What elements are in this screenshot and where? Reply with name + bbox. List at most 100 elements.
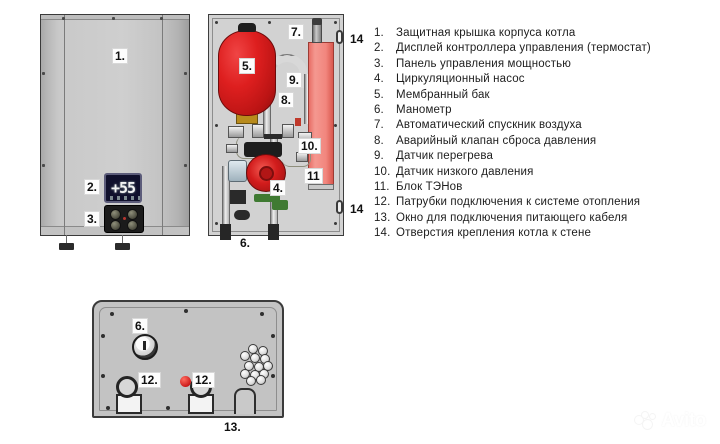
callout-6-internal: 6. [240,236,251,250]
legend-item: 5. Мембранный бак [374,88,710,103]
legend-item: 12. Патрубки подключения к системе отопл… [374,195,710,210]
power-knob[interactable] [110,220,121,231]
legend-item: 6. Манометр [374,103,710,118]
front-screw [184,164,187,167]
bottom-outlet-pipe [220,224,231,240]
boiler-bottom-view: 6. 12. 12. 13. [92,300,284,433]
controller-display[interactable]: +55 [104,173,142,203]
legend-number: 1. [374,27,384,39]
pipe-connection-left [116,376,138,398]
callout-3: 3. [84,211,101,227]
legend-item: 8. Аварийный клапан сброса давления [374,134,710,149]
wall-mount-hole-top [336,30,343,44]
front-screw [42,72,45,75]
callout-12-right: 12. [192,372,215,388]
legend-text: Датчик перегрева [396,150,494,163]
front-screw [112,17,115,20]
supply-pipe [222,166,230,224]
heater-base-cap [308,184,334,190]
front-screw [160,17,163,20]
display-temperature-value: +55 [110,179,136,197]
legend-text: Манометр [396,104,452,117]
legend-item: 10. Датчик низкого давления [374,165,710,180]
avito-watermark-text: Avito [661,410,706,431]
legend-text: Автоматический спускник воздуха [396,119,582,132]
expansion-tank-cap [238,23,256,32]
legend-number: 12. [374,196,391,209]
callout-5: 5. [239,58,256,74]
legend-text: Циркуляционный насос [396,73,525,86]
chassis-screw [215,222,218,225]
pump-side-valve [228,160,247,182]
pump-impeller-hub [259,166,274,181]
front-screw [184,72,187,75]
plate-screw [166,406,170,410]
plate-screw [184,309,188,313]
legend-number: 14. [374,227,391,240]
legend-number: 2. [374,42,384,55]
callout-7: 7. [288,24,305,40]
callout-8: 8. [278,92,295,108]
power-control-keypad[interactable] [104,205,144,233]
callout-4: 4. [270,180,287,196]
power-knob[interactable] [110,209,121,220]
callout-6-bottom: 6. [132,318,149,334]
legend-item: 9. Датчик перегрева [374,149,710,164]
front-screw [62,17,65,20]
legend-number: 4. [374,73,384,86]
drain-valve [230,190,246,204]
display-indicator-row [110,196,140,200]
plate-screw [101,374,105,378]
pipe-fitting [252,124,264,138]
avito-watermark: Avito [635,410,706,432]
chassis-screw [334,124,337,127]
plate-screw [101,334,105,338]
legend-number: 10. [374,165,391,178]
avito-logo-icon [635,412,657,430]
legend-text: Дисплей контроллера управления (термоста… [396,42,651,55]
callout-1: 1. [112,48,129,64]
legend-item: 13. Окно для подключения питающего кабел… [374,211,710,226]
front-screw [42,164,45,167]
power-knob[interactable] [127,220,138,231]
front-foot [59,243,74,250]
manometer-gauge [132,334,158,360]
bottom-outlet-pipe [268,224,279,240]
front-leg-line [122,235,123,245]
front-top-band [41,15,189,20]
valve-body [264,134,282,139]
boiler-internal-view: 5. 7. 9. 8. 10. 11 4. 14 14 6. [208,14,363,249]
plate-screw [260,312,264,316]
legend-text: Панель управления мощностью [396,57,572,70]
heating-element-block [308,42,334,187]
heater-neck [312,22,322,43]
callout-12-left: 12. [138,372,161,388]
legend-number: 8. [374,134,384,147]
legend-item: 1. Защитная крышка корпуса котла [374,26,710,41]
pipe-fitting [228,126,244,138]
legend-text: Мембранный бак [396,88,490,101]
callout-13: 13. [224,420,241,434]
legend-number: 6. [374,104,384,117]
wiring-terminal [272,200,288,210]
chassis-screw [334,21,337,24]
air-vent-top [312,18,322,25]
power-knob[interactable] [127,209,138,220]
legend-text: Отверстия крепления котла к стене [396,227,592,240]
callout-2: 2. [84,179,101,195]
legend-item: 7. Автоматический спускник воздуха [374,118,710,133]
chassis-screw [268,21,271,24]
chassis-screw [215,21,218,24]
pump-motor-housing [244,142,282,157]
pipe-fitting [226,144,238,153]
legend-text: Окно для подключения питающего кабеля [396,211,628,224]
plate-screw [271,334,275,338]
callout-9: 9. [286,72,303,88]
chassis-screw [215,124,218,127]
chassis-screw [334,222,337,225]
front-seam-left [64,15,65,235]
front-leg-line [66,235,67,245]
legend-text: Аварийный клапан сброса давления [396,134,597,147]
legend-number: 9. [374,150,384,163]
legend-number: 3. [374,57,384,70]
